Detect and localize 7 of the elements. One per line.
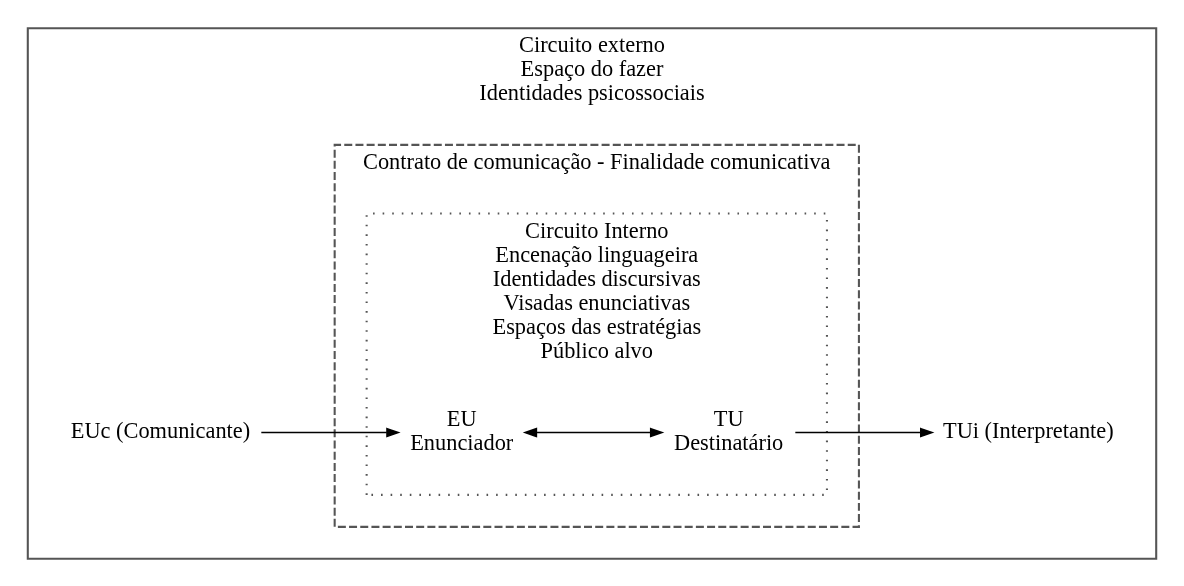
node-text: EU Enunciador <box>410 405 514 455</box>
arrow <box>260 427 401 438</box>
node-text: TU Destinatário <box>674 405 784 455</box>
arrow <box>522 427 665 438</box>
arrow <box>794 427 935 438</box>
node-text: TUi (Interpretante) <box>942 417 1114 443</box>
node-text: EUc (Comunicante) <box>70 417 251 443</box>
